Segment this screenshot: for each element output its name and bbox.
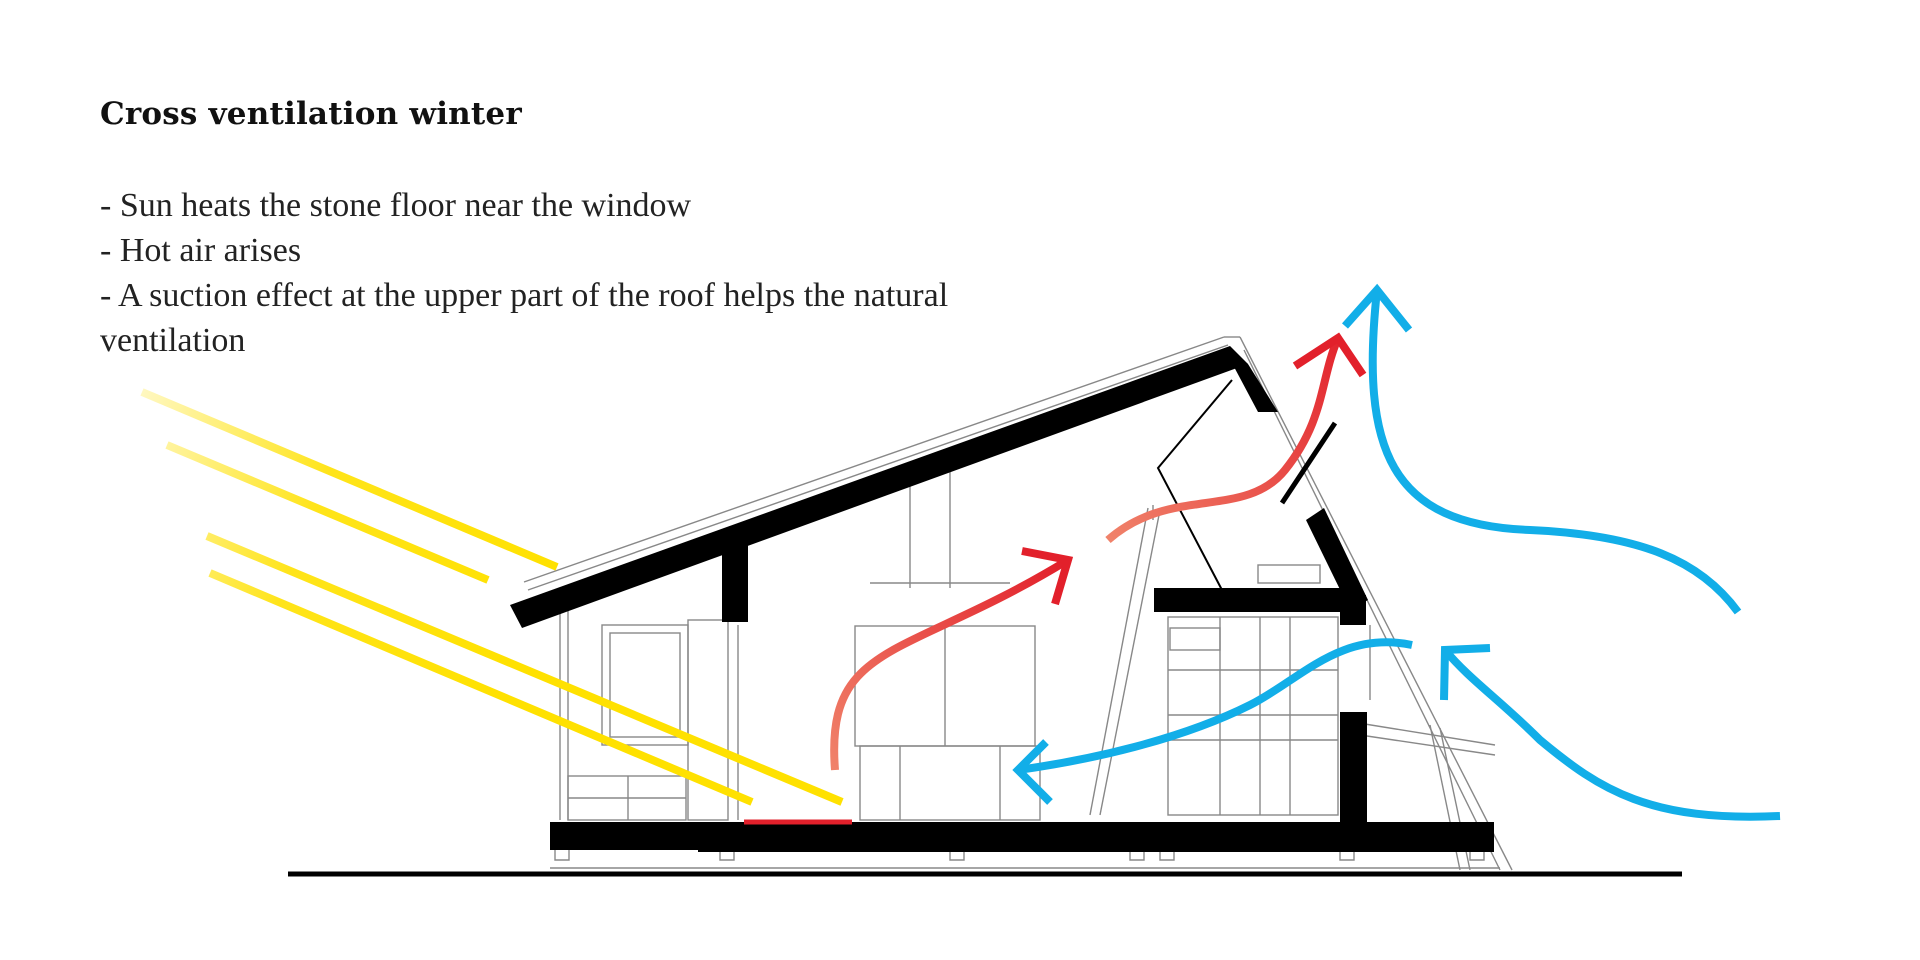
explanation-item: - Sun heats the stone floor near the win… (100, 187, 692, 224)
east-wall-lower (1340, 712, 1367, 842)
roof-window-flap (1279, 421, 1338, 505)
floor-slab-main (698, 822, 1494, 852)
cold-air-arrowhead-rising (1342, 283, 1413, 333)
thin-outlines (523, 336, 1513, 871)
cold-air-arrow-through-house (1017, 638, 1413, 774)
sun-ray (140, 388, 559, 571)
diagram-title: Cross ventilation winter (100, 96, 522, 132)
mezzanine-floor (1154, 588, 1344, 612)
warm-air-flow (830, 332, 1367, 771)
warm-air-arrow-lower (830, 556, 1071, 771)
cold-air-flow (1012, 283, 1781, 821)
explanation-item: - Hot air arises (100, 232, 302, 269)
roof-window-opener (1156, 379, 1233, 591)
warm-air-arrowhead-upper (1292, 332, 1367, 378)
building-structure (510, 346, 1494, 852)
sloped-wall (1306, 508, 1368, 610)
roof-beam (510, 346, 1248, 628)
roof-apex (1224, 348, 1278, 412)
sun-ray (205, 532, 844, 806)
floor-slab-step (550, 822, 700, 850)
sun-ray (208, 569, 754, 806)
cold-air-arrowhead-entering (1440, 644, 1491, 701)
east-wall-upper (1340, 595, 1366, 625)
explanation-item: - A suction effect at the upper part of … (100, 277, 949, 359)
sun-ray (165, 441, 490, 584)
warm-air-arrow-upper (1105, 336, 1342, 543)
warm-air-arrowhead-lower (1021, 547, 1074, 606)
sun-rays (140, 388, 844, 806)
cold-air-arrow-entering (1441, 647, 1781, 821)
column-left (722, 540, 748, 622)
cold-air-arrow-rising (1368, 289, 1742, 615)
explanation-list: - Sun heats the stone floor near the win… (100, 183, 1030, 363)
cold-air-arrowhead-through-house (1012, 739, 1053, 805)
